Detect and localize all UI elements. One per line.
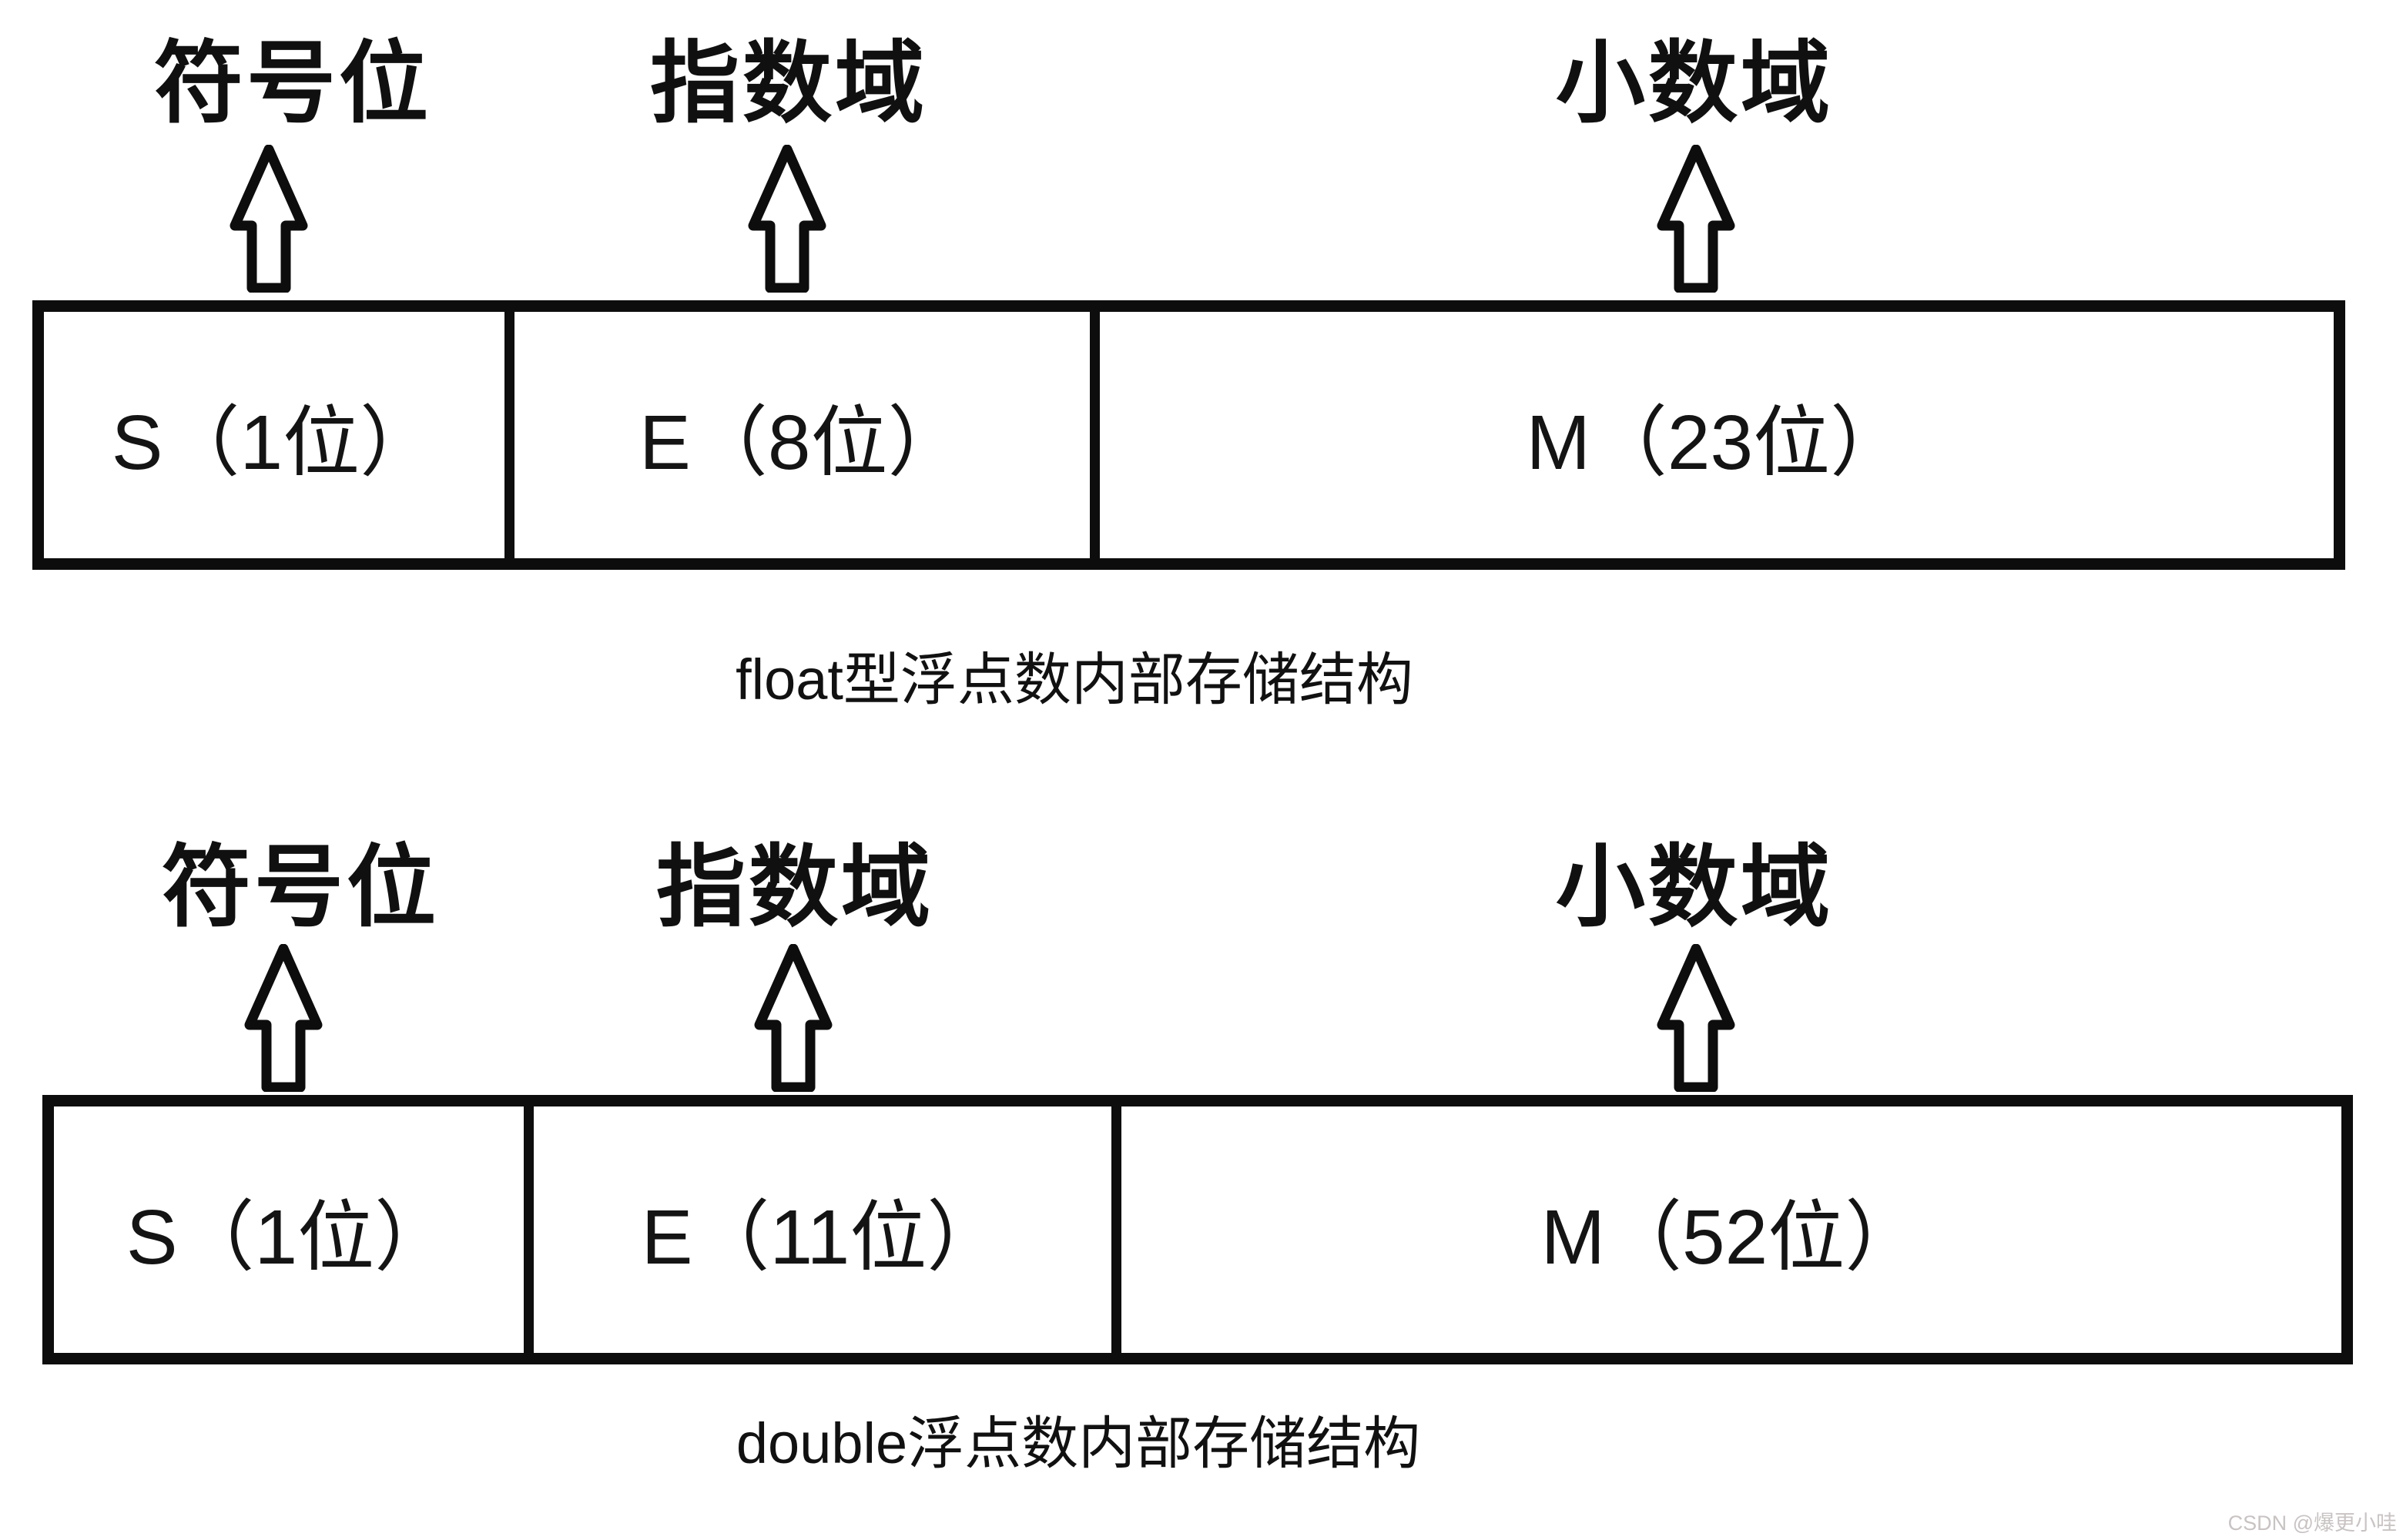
csdn-watermark: CSDN @爆更小哇 xyxy=(2227,1512,2397,1535)
float-exponent-cell-text: E（8位） xyxy=(639,399,965,486)
float-sign-cell-text: S（1位） xyxy=(111,399,437,486)
float-sign-cell: S（1位） xyxy=(44,312,504,558)
up-arrow-icon xyxy=(754,944,833,1092)
double-exponent-cell-text: E（11位） xyxy=(641,1194,1004,1281)
double-mantissa-cell: M（52位） xyxy=(1111,1106,2341,1353)
double-sign-pointer-label: 符号位 xyxy=(162,837,439,937)
up-arrow-icon xyxy=(1657,145,1735,293)
up-arrow-icon xyxy=(230,145,308,293)
float-exponent-cell: E（8位） xyxy=(504,312,1090,558)
double-mantissa-cell-text: M（52位） xyxy=(1540,1194,1922,1281)
double-exponent-pointer-label: 指数域 xyxy=(656,837,933,937)
double-fraction-pointer-label: 小数域 xyxy=(1556,837,1833,937)
float-fraction-pointer-label: 小数域 xyxy=(1556,33,1833,133)
double-exponent-cell: E（11位） xyxy=(524,1106,1111,1353)
up-arrow-icon xyxy=(244,944,323,1092)
double-sign-cell: S（1位） xyxy=(54,1106,524,1353)
float-mantissa-cell: M（23位） xyxy=(1089,312,2334,558)
double-bit-layout-box: S（1位） E（11位） M（52位） xyxy=(42,1095,2353,1364)
float-sign-pointer-label: 符号位 xyxy=(154,33,431,133)
up-arrow-icon xyxy=(1657,944,1735,1092)
float-exponent-pointer-label: 指数域 xyxy=(650,33,927,133)
double-sign-cell-text: S（1位） xyxy=(126,1194,452,1281)
float-diagram-caption: float型浮点数内部存储结构 xyxy=(736,648,1413,711)
double-diagram-caption: double浮点数内部存储结构 xyxy=(736,1411,1421,1475)
up-arrow-icon xyxy=(748,145,826,293)
float-mantissa-cell-text: M（23位） xyxy=(1526,399,1908,486)
float-bit-layout-box: S（1位） E（8位） M（23位） xyxy=(32,300,2345,570)
